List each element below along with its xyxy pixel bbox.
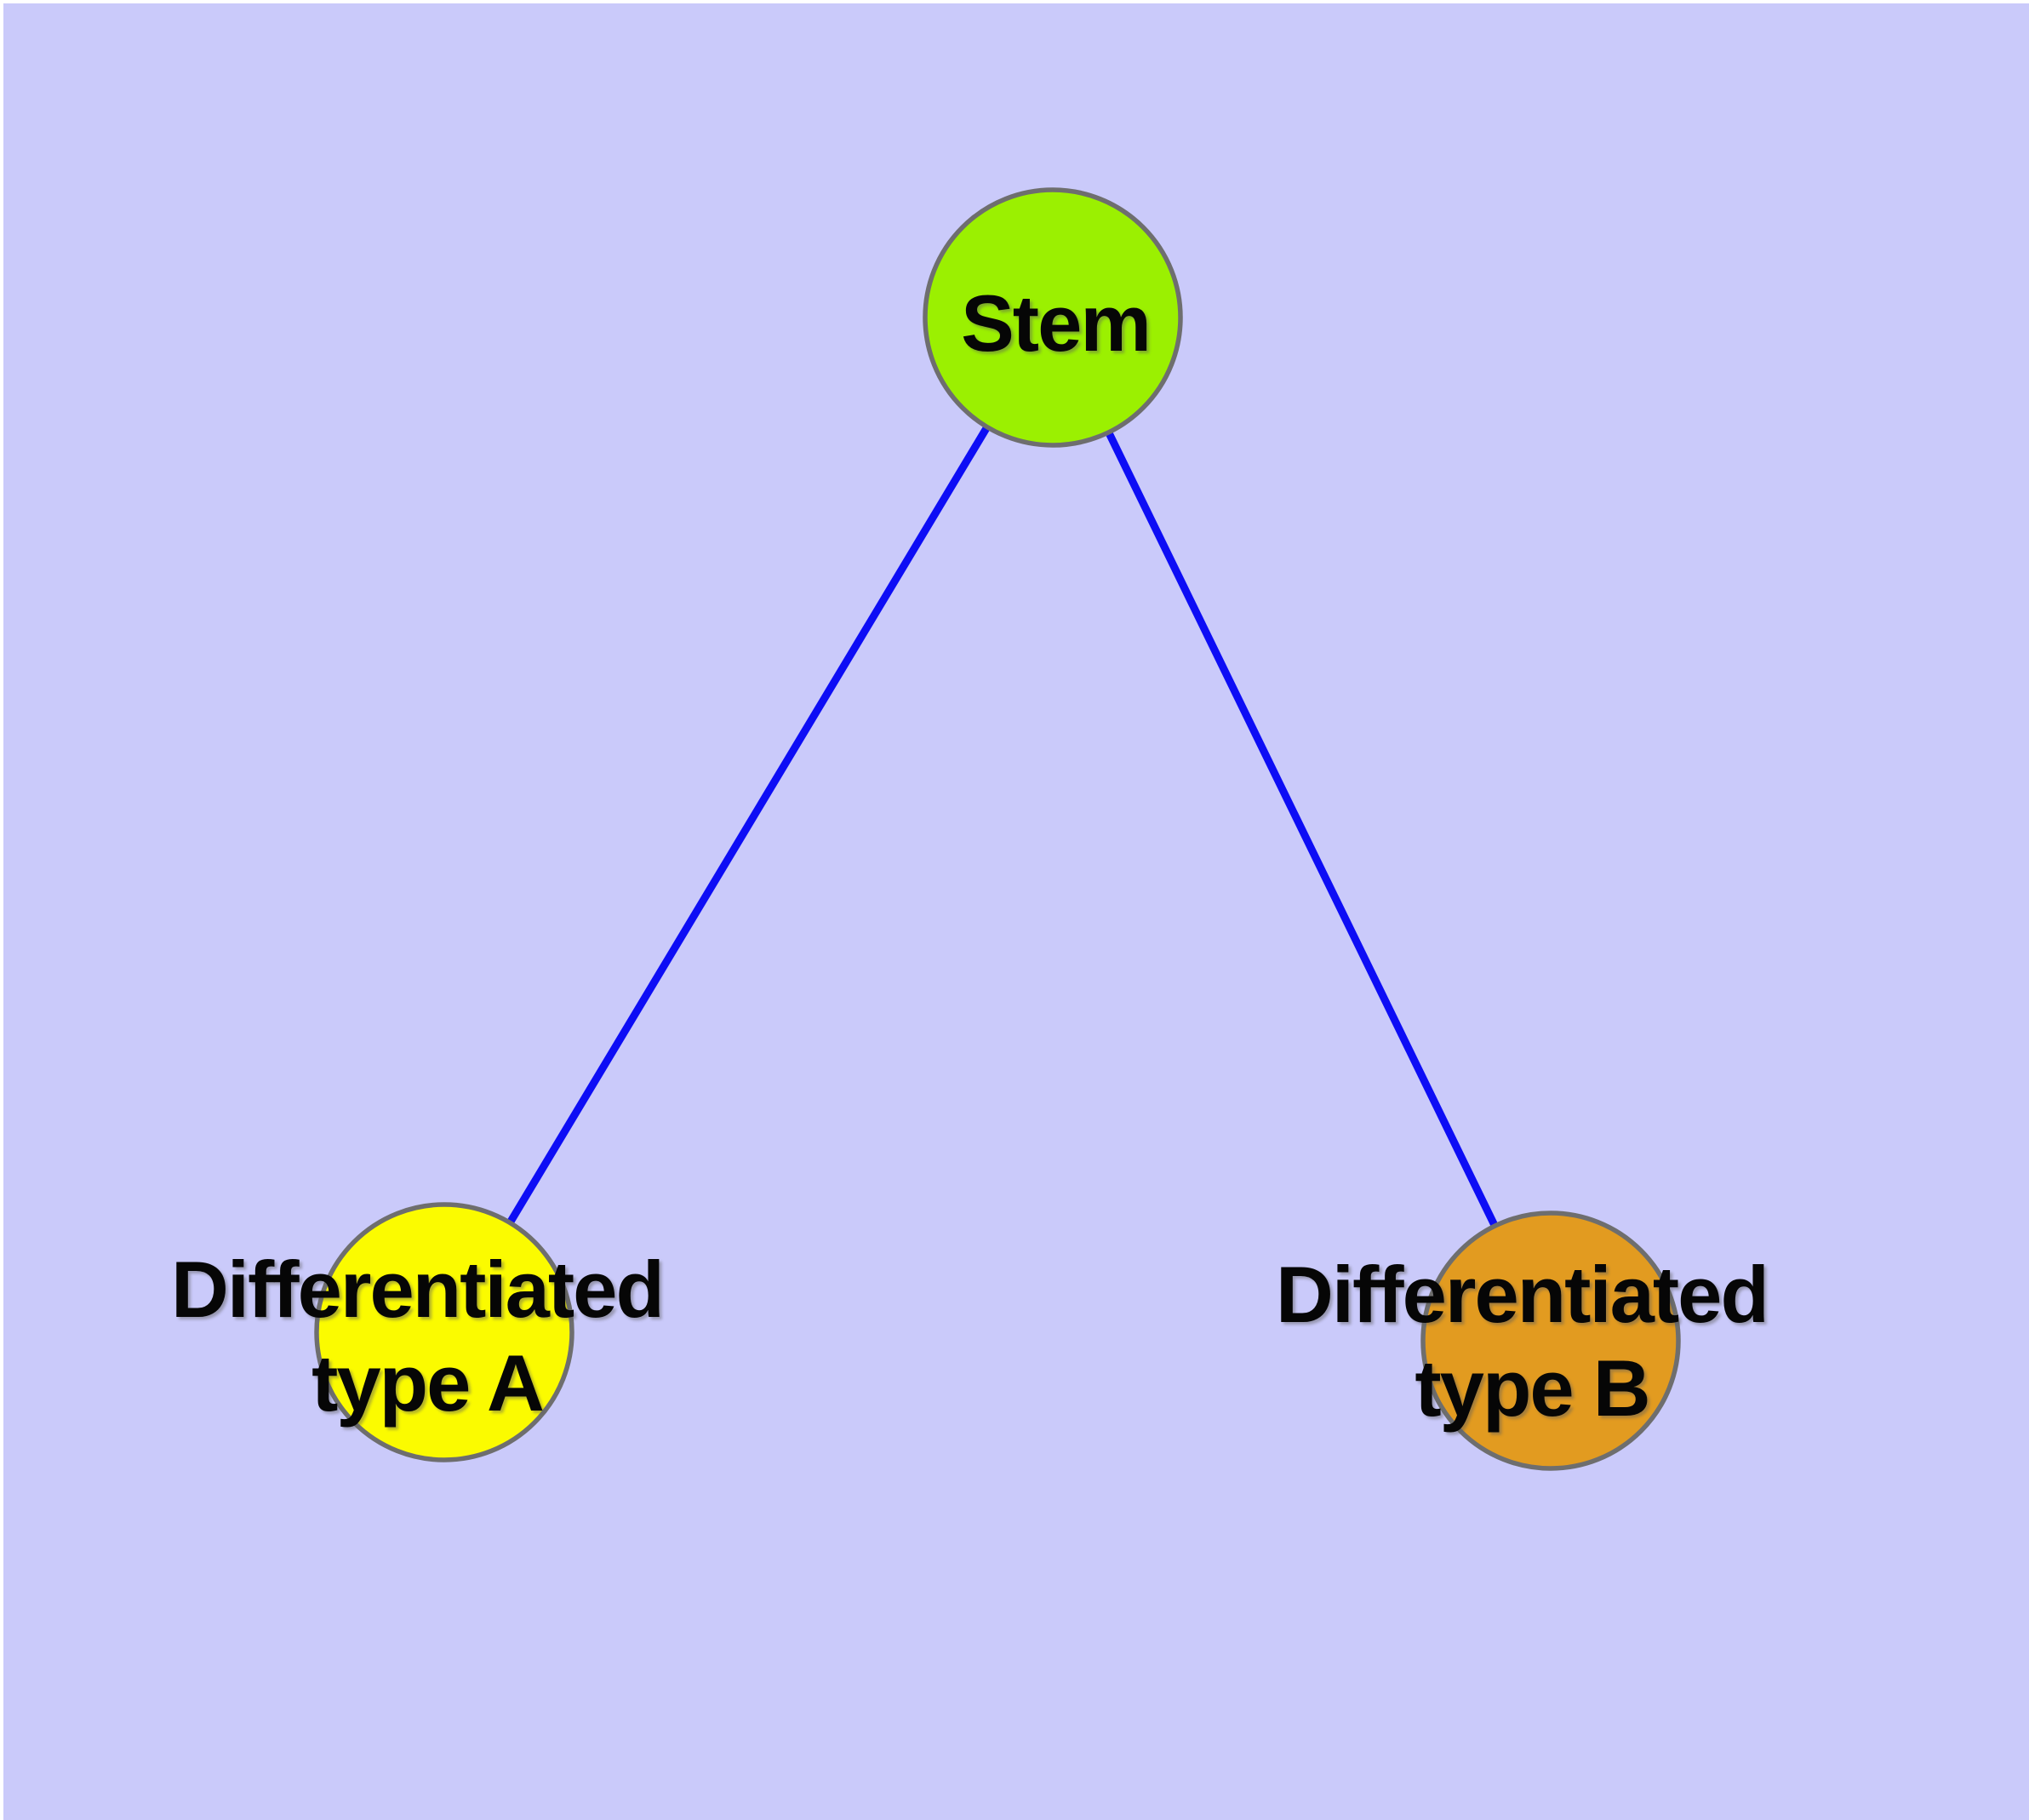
node-typeB-label: Differentiated type B xyxy=(1276,1250,1788,1433)
edge-stem-to-typeA xyxy=(441,315,1056,1335)
node-typeB-label-line1: Differentiated xyxy=(1276,1250,1768,1339)
node-typeA-label-line2: type A xyxy=(311,1338,543,1428)
node-typeA-label-line1: Differentiated xyxy=(171,1245,663,1334)
node-stem-circle xyxy=(923,187,1183,448)
edge-stem-to-typeB xyxy=(1049,316,1555,1342)
node-typeA-label: Differentiated type A xyxy=(171,1245,683,1428)
node-typeA-circle xyxy=(314,1202,574,1462)
node-typeB-label-line2: type B xyxy=(1415,1343,1649,1433)
node-stem-label: Stem xyxy=(961,278,1150,368)
node-typeB-circle xyxy=(1420,1210,1681,1471)
